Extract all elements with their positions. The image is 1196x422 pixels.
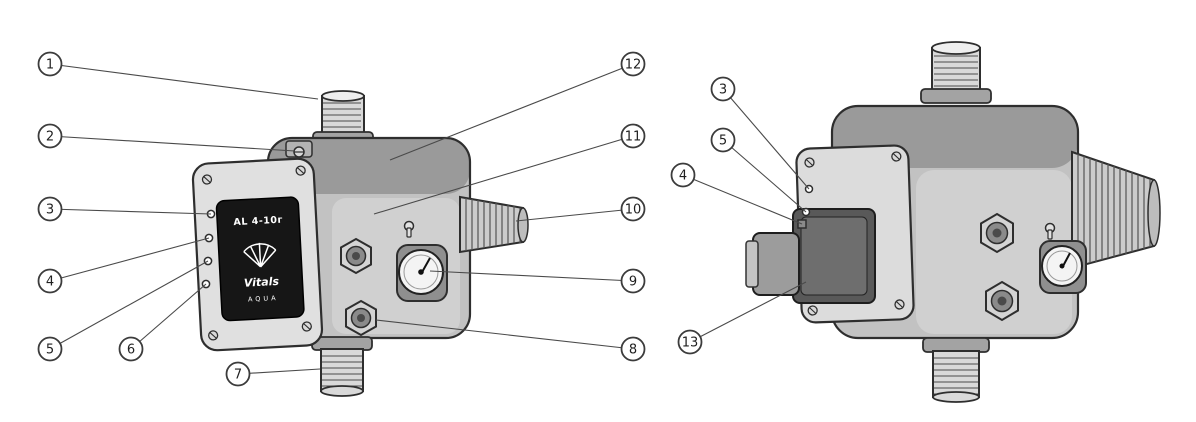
leader-line-12 [389, 63, 634, 161]
leader-line-9 [429, 270, 634, 282]
model-label: AL 4-10г [233, 215, 283, 229]
callout-9: 9 [620, 268, 646, 294]
leader-line-1 [49, 63, 319, 100]
leader-line-10 [515, 208, 634, 222]
brand-label: Vitals [244, 275, 280, 290]
callout-number: 8 [629, 343, 637, 358]
callout-number: 6 [127, 343, 135, 358]
rear-panel-screws [804, 151, 905, 316]
left-front-panel: AL 4-10г Vitals AQUA [191, 157, 324, 352]
right-pressure-gauge [1039, 240, 1087, 294]
leader-line-2 [49, 135, 296, 152]
callout-number: 4 [679, 169, 687, 184]
callout-8: 8 [620, 336, 646, 362]
callout-number: 1 [46, 58, 54, 73]
brand-logo-icon [243, 242, 277, 268]
callout-2: 2 [37, 123, 63, 149]
callout-1: 1 [37, 51, 63, 77]
callout-13: 13 [677, 329, 703, 355]
leader-line-3 [722, 88, 810, 190]
leader-line-8 [375, 319, 634, 350]
power-socket-block [745, 208, 876, 304]
left-panel-tab-screw [285, 140, 313, 158]
callout-4: 4 [670, 162, 696, 188]
left-cable-gland-upper [340, 237, 372, 275]
right-top-fitting [920, 41, 992, 104]
left-pressure-gauge [396, 244, 448, 302]
callout-4: 4 [37, 268, 63, 294]
callout-number: 3 [719, 83, 727, 98]
callout-number: 11 [625, 130, 642, 145]
callout-number: 13 [682, 336, 699, 351]
leader-line-5 [722, 139, 807, 213]
callout-5: 5 [37, 336, 63, 362]
right-device [745, 41, 1161, 403]
power-plug [752, 232, 800, 296]
leader-line-5 [49, 260, 209, 350]
callout-11: 11 [620, 123, 646, 149]
leader-line-13 [689, 281, 807, 343]
left-keyhole-screw [403, 220, 415, 238]
leader-line-6 [130, 283, 207, 350]
right-keyhole-screw [1044, 222, 1056, 240]
right-outlet-connector [1071, 150, 1161, 270]
leader-line-4 [682, 174, 803, 225]
right-bottom-fitting [922, 337, 990, 403]
callout-10: 10 [620, 196, 646, 222]
callout-number: 5 [719, 134, 727, 149]
left-outlet-connector [459, 195, 529, 254]
callout-3: 3 [710, 76, 736, 102]
leader-line-4 [49, 237, 210, 282]
left-bottom-fitting [311, 336, 373, 397]
left-device: AL 4-10г Vitals AQUA [191, 90, 529, 397]
callout-7: 7 [225, 361, 251, 387]
right-cable-gland-lower [985, 280, 1019, 322]
callout-leader-lines [49, 63, 810, 375]
callout-number: 9 [629, 275, 637, 290]
leader-line-7 [237, 368, 321, 375]
leader-line-11 [373, 135, 634, 215]
series-label: AQUA [248, 294, 279, 304]
callout-number: 4 [46, 275, 54, 290]
leader-line-3 [49, 208, 212, 215]
callout-number: 3 [46, 203, 54, 218]
right-cable-gland-upper [980, 212, 1014, 254]
callout-number: 10 [625, 203, 642, 218]
callout-number: 12 [625, 58, 642, 73]
callout-number: 7 [234, 368, 242, 383]
callout-12: 12 [620, 51, 646, 77]
callout-3: 3 [37, 196, 63, 222]
callout-6: 6 [118, 336, 144, 362]
callout-number: 2 [46, 130, 54, 145]
left-cable-gland-lower [345, 299, 377, 337]
panel-corner-screws [201, 165, 312, 341]
callout-number: 5 [46, 343, 54, 358]
callout-5: 5 [710, 127, 736, 153]
